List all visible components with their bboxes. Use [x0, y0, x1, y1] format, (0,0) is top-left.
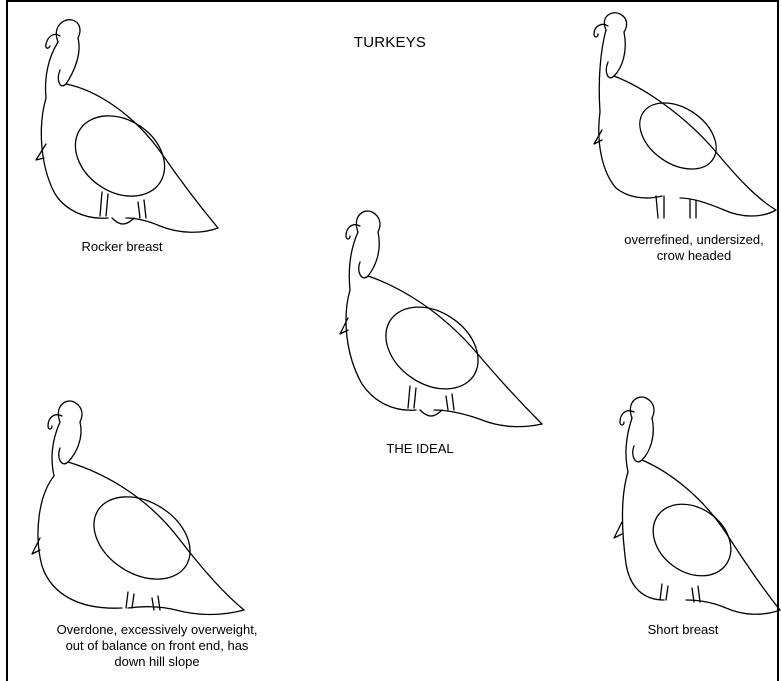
turkey-drawing-ideal	[336, 206, 546, 431]
caption-overrefined: overrefined, undersized, crow headed	[608, 232, 780, 264]
caption-ideal: THE IDEAL	[370, 441, 470, 457]
caption-rocker-breast: Rocker breast	[62, 239, 182, 255]
turkey-drawing-rocker-breast	[30, 14, 230, 234]
turkey-drawing-overrefined	[586, 12, 781, 222]
turkey-drawing-overdone	[30, 396, 250, 618]
caption-short-breast: Short breast	[628, 622, 738, 638]
turkey-drawing-short-breast	[608, 394, 781, 618]
page-title: TURKEYS	[330, 34, 450, 51]
caption-overdone: Overdone, excessively overweight, out of…	[20, 622, 294, 670]
